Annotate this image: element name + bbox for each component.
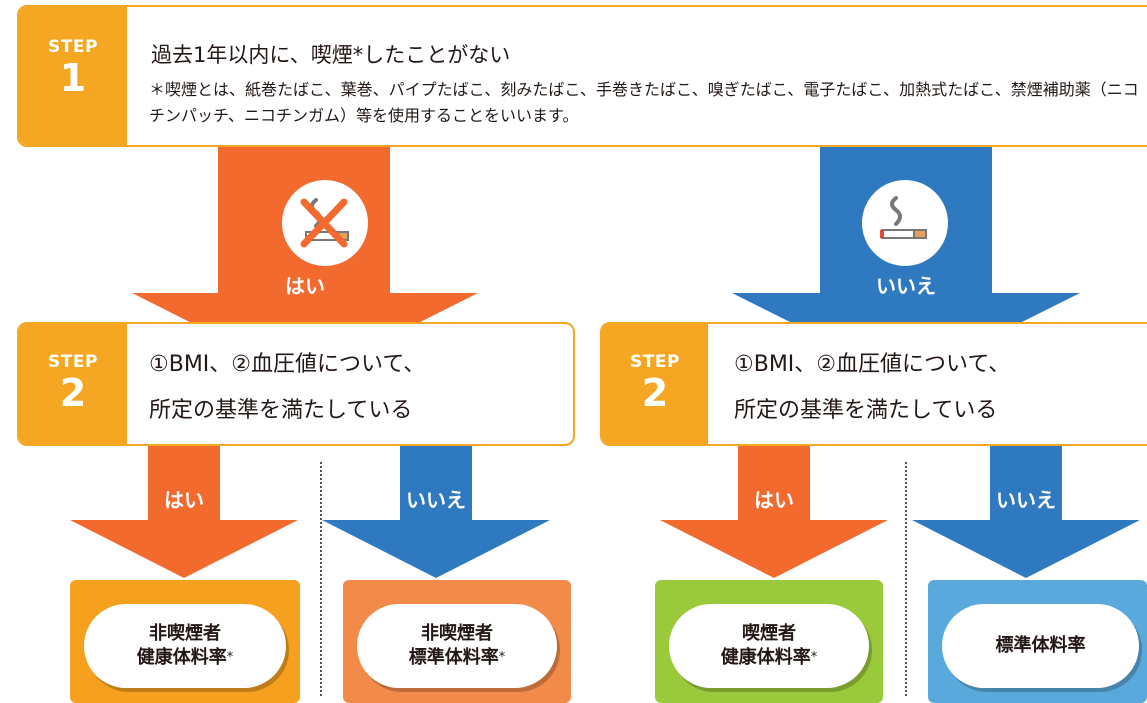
right-no-label: いいえ bbox=[996, 488, 1056, 512]
step2-right-number: 2 bbox=[641, 371, 669, 415]
step1-number: 1 bbox=[59, 56, 87, 100]
step1-label: STEP bbox=[48, 37, 98, 57]
left-no-arrow bbox=[322, 445, 550, 578]
step1-title: 過去1年以内に、喫煙*したことがない bbox=[151, 43, 511, 67]
result-line2: 健康体料率 bbox=[720, 647, 811, 668]
right-no-arrow bbox=[912, 445, 1140, 578]
result-asterisk: * bbox=[226, 650, 234, 665]
step2-left-box: STEP 2 ①BMI、②血圧値について、 所定の基準を満たしている bbox=[17, 322, 575, 446]
result-line1: 喫煙者 bbox=[742, 623, 796, 644]
step2-left-tab: STEP 2 bbox=[19, 324, 127, 444]
step2-left-line2: 所定の基準を満たしている bbox=[149, 398, 413, 423]
cigarette-icon bbox=[862, 180, 948, 266]
result-line1: 非喫煙者 bbox=[421, 623, 493, 644]
result-line2: 健康体料率 bbox=[136, 647, 227, 668]
step1-no-label: いいえ bbox=[876, 274, 936, 298]
result-asterisk: * bbox=[810, 650, 818, 665]
result-smoker-healthy: 喫煙者 健康体料率* bbox=[655, 580, 883, 703]
step2-right-line1: ①BMI、②血圧値について、 bbox=[734, 352, 1011, 377]
result-line1: 非喫煙者 bbox=[149, 623, 221, 644]
step2-right-label: STEP bbox=[630, 352, 680, 372]
result-nonsmoker-healthy: 非喫煙者 健康体料率* bbox=[70, 580, 300, 703]
step1-yes-label: はい bbox=[285, 274, 325, 298]
left-yes-arrow bbox=[70, 445, 298, 578]
step2-right-tab: STEP 2 bbox=[602, 324, 708, 444]
step2-left-number: 2 bbox=[59, 371, 87, 415]
left-yes-label: はい bbox=[164, 488, 204, 512]
step2-right-line2: 所定の基準を満たしている bbox=[734, 398, 998, 423]
right-yes-label: はい bbox=[754, 488, 794, 512]
left-no-label: いいえ bbox=[406, 488, 466, 512]
result-line1: 標準体料率 bbox=[995, 635, 1086, 656]
step1-box: STEP 1 過去1年以内に、喫煙*したことがない ＊喫煙とは、紙巻たばこ、葉巻… bbox=[17, 5, 1147, 147]
result-asterisk: * bbox=[498, 650, 506, 665]
result-nonsmoker-standard: 非喫煙者 標準体料率* bbox=[343, 580, 571, 703]
result-standard: 標準体料率 bbox=[928, 580, 1147, 703]
left-divider bbox=[320, 462, 322, 696]
step1-tab: STEP 1 bbox=[19, 7, 127, 145]
step2-left-line1: ①BMI、②血圧値について、 bbox=[149, 352, 426, 377]
right-yes-arrow bbox=[660, 445, 888, 578]
step2-left-label: STEP bbox=[48, 352, 98, 372]
no-smoking-icon bbox=[282, 180, 368, 266]
step1-footnote: ＊喫煙とは、紙巻たばこ、葉巻、パイプたばこ、刻みたばこ、手巻きたばこ、嗅ぎたばこ… bbox=[149, 80, 1139, 125]
result-line2: 標準体料率 bbox=[408, 647, 499, 668]
step2-right-box: STEP 2 ①BMI、②血圧値について、 所定の基準を満たしている bbox=[600, 322, 1147, 446]
right-divider bbox=[905, 462, 907, 696]
